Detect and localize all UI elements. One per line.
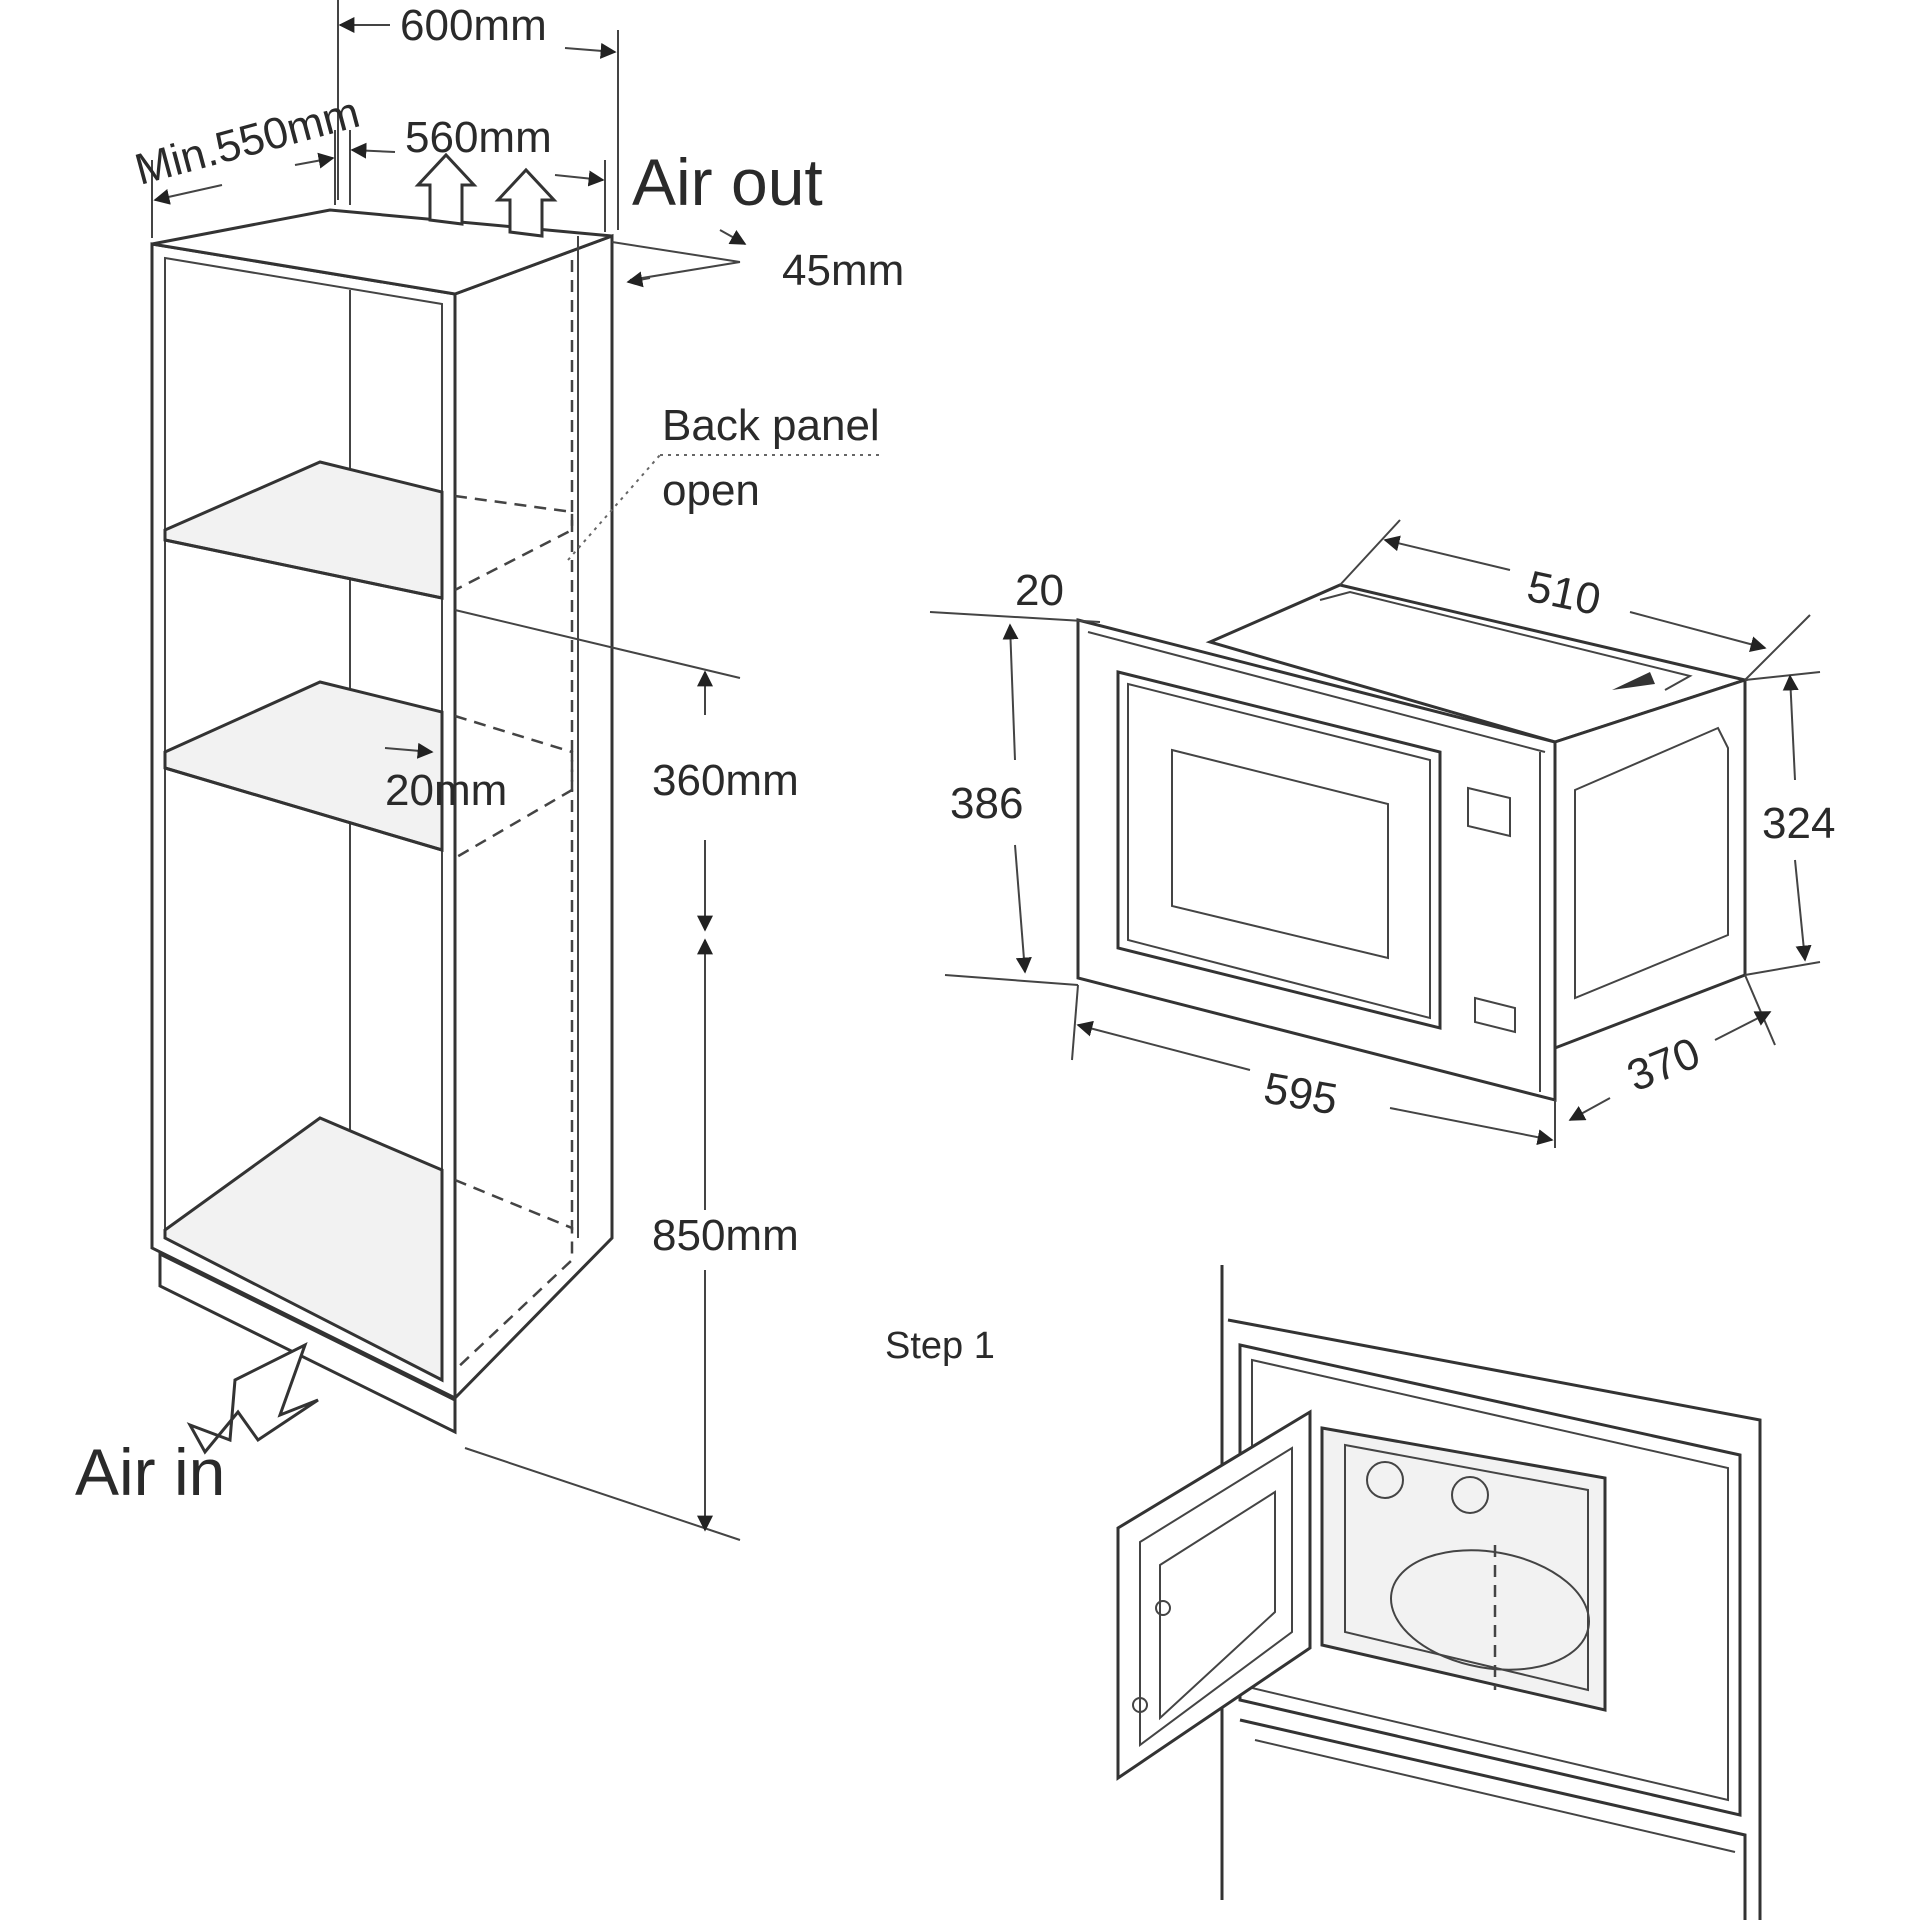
cavity-inner [1344, 1443, 1589, 1692]
dim-600-label: 600mm [400, 1, 547, 50]
air-in-label: Air in [75, 1435, 225, 1509]
dim-850-label: 850mm [652, 1211, 799, 1260]
door-window [1171, 748, 1389, 960]
open-door-window [1159, 1490, 1276, 1721]
dim-45-label: 45mm [782, 246, 904, 295]
frame-inner-top [1087, 631, 1546, 753]
dim-595-ext-left [1071, 984, 1079, 1061]
body-side-vent [1574, 726, 1729, 1000]
dim-550-label: Min.550mm [130, 88, 365, 195]
door-release-button [1474, 996, 1516, 1034]
lower-cabinet-rim [1254, 1739, 1736, 1853]
dim-510-ext-left [1339, 519, 1401, 586]
dim-510-ext-right [1744, 614, 1811, 681]
dim-45-arrow-top [719, 229, 747, 245]
dim-386-ext-bottom [944, 974, 1079, 986]
dim-324-arrow-down [1794, 859, 1812, 962]
microwave-body-side [1553, 677, 1747, 1051]
air-out-arrow-2 [494, 167, 558, 238]
dim-frame-20-ext [929, 611, 1101, 623]
upper-shelf-edge [164, 538, 443, 600]
cabinet-top [151, 208, 613, 296]
air-in-arrow [186, 1341, 319, 1455]
body-top-rim [1319, 590, 1693, 691]
cabinet-plinth [158, 1251, 457, 1435]
dim-560-arrow-left [350, 142, 396, 159]
dim-20mm-label: 20mm [385, 766, 507, 815]
hidden-line-bottom [454, 1178, 574, 1371]
dim-45-ext-bottom [629, 261, 741, 281]
dim-550-arrow-right [294, 152, 335, 169]
dim-595-arrow-right [1389, 1107, 1554, 1146]
dim-510-arrow-left [1383, 535, 1511, 571]
dim-850-ext-bottom [464, 1447, 741, 1541]
dim-595-arrow-left [1076, 1020, 1251, 1071]
dim-20mm-arrow [384, 742, 434, 759]
upper-shelf [163, 460, 444, 600]
cabinet-dimensions: 600mm 560mm Min.550mm Air out 45mm Back … [75, 0, 904, 1541]
light-icon [1451, 1476, 1489, 1514]
dim-324-ext-bottom [1744, 961, 1821, 976]
dim-370-label: 370 [1620, 1028, 1706, 1101]
body-top-tab [1612, 672, 1655, 690]
dim-595-label: 595 [1260, 1064, 1341, 1125]
door-latch-top [1155, 1600, 1171, 1616]
door-latch-bottom [1132, 1697, 1148, 1713]
dim-386-arrow-down [1014, 844, 1032, 974]
dim-560-label: 560mm [405, 113, 552, 162]
tall-cabinet [150, 208, 661, 1435]
microwave-cavity [1320, 1426, 1607, 1712]
dim-45-ext-top [611, 241, 741, 263]
dim-324-label: 324 [1762, 799, 1835, 848]
installation-step-illustration [1116, 1265, 1762, 1920]
dim-600-arrow-right [564, 42, 617, 59]
built-in-microwave [1076, 583, 1751, 1102]
cabinet-floor [163, 1116, 444, 1383]
step-label: Step 1 [885, 1325, 995, 1367]
back-panel-label-line1: Back panel [662, 401, 880, 450]
dim-370-arrow-left [1568, 1097, 1611, 1121]
dim-370-ext [1744, 974, 1776, 1046]
open-door-inner [1139, 1446, 1293, 1747]
cabinet-upper-edge [1227, 1318, 1762, 1920]
back-panel-label-line2: open [662, 466, 760, 515]
dim-360-ext-top [454, 609, 741, 679]
dim-370-arrow-right [1714, 1011, 1772, 1041]
dim-360-label: 360mm [652, 756, 799, 805]
door-inner [1127, 682, 1431, 1020]
fan-icon [1366, 1461, 1404, 1499]
dim-324-arrow-up [1782, 674, 1799, 781]
dim-386-arrow-up [1002, 623, 1019, 761]
dim-324-ext-top [1744, 671, 1821, 681]
dim-frame-20-label: 20 [1015, 566, 1064, 615]
middle-shelf [163, 680, 444, 853]
middle-shelf-edge [164, 766, 443, 852]
open-door [1116, 1409, 1312, 1781]
turntable [1390, 1549, 1590, 1671]
cabinet-side-panel [453, 233, 614, 1402]
dim-510-label: 510 [1523, 562, 1605, 625]
air-out-arrow-1 [414, 152, 478, 226]
dim-550-arrow-left [153, 184, 223, 205]
lower-cabinet-edge [1239, 1718, 1747, 1920]
dim-560-arrow-right [554, 170, 605, 187]
dim-386-label: 386 [950, 779, 1023, 828]
air-out-label: Air out [632, 145, 823, 219]
dim-45-arrow-bottom [626, 271, 651, 288]
microwave-door [1116, 670, 1442, 1030]
dim-510-arrow-right [1629, 611, 1767, 653]
display-panel [1467, 786, 1511, 838]
